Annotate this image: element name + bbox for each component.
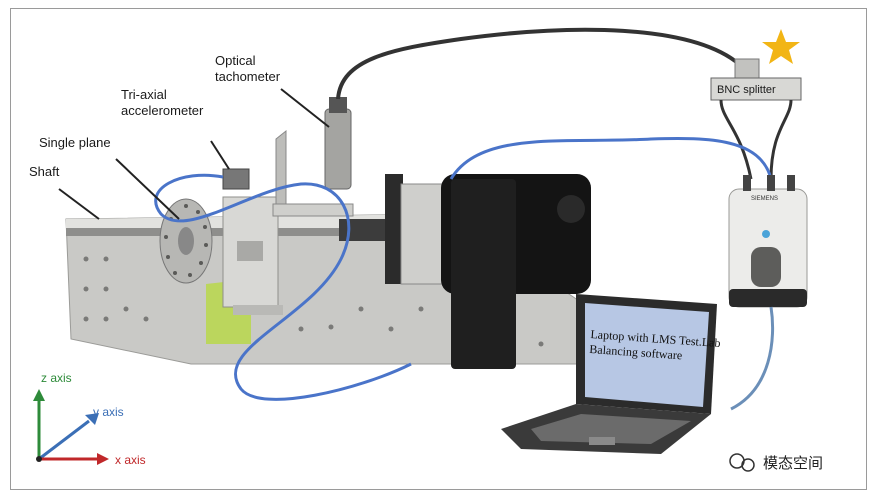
- shaft-pointer: [58, 188, 100, 220]
- splitter-cable-right: [769, 99, 793, 180]
- x-axis-head: [97, 453, 109, 465]
- bnc-splitter-box: [710, 77, 802, 101]
- tachometer-cap: [329, 97, 347, 113]
- z-axis-head: [33, 389, 45, 401]
- accelerometer-label-line2: accelerometer: [121, 103, 204, 118]
- wechat-icon-secondary: [741, 458, 755, 472]
- y-axis-arrow: [38, 419, 90, 461]
- watermark-text: 模态空间: [763, 454, 824, 472]
- accelerometer-pointer: [210, 140, 230, 170]
- figure-frame: Optical tachometer Tri-axial acceleromet…: [10, 8, 867, 490]
- device-brand-label: SIEMENS: [751, 196, 779, 202]
- single-plane-pointer: [115, 158, 180, 220]
- daq-port-1: [743, 175, 751, 191]
- optical-tachometer-label-line1: Optical: [215, 53, 256, 68]
- laptop-touchpad: [589, 437, 615, 445]
- velcro-strap: [451, 179, 516, 369]
- optical-tachometer: [324, 108, 352, 190]
- daq-led: [762, 230, 770, 238]
- daq-port-2: [767, 175, 775, 191]
- optical-tachometer-label-line2: tachometer: [215, 69, 281, 84]
- x-axis-label: x axis: [115, 453, 146, 467]
- daq-laptop-cable: [730, 306, 775, 411]
- y-axis-label: y axis: [93, 405, 124, 419]
- test-rig-photo: [33, 27, 808, 472]
- bracket-arm: [272, 203, 354, 217]
- tachometer-pointer: [280, 88, 330, 128]
- accelerometer: [222, 168, 250, 190]
- daq-button-panel: [751, 247, 781, 287]
- daq-base: [729, 289, 807, 307]
- splitter-cable-left: [719, 99, 753, 180]
- motor-can: [400, 183, 447, 285]
- axis-origin: [36, 456, 42, 462]
- motor-cap: [557, 195, 585, 223]
- bearing-housing: [237, 241, 263, 261]
- star-icon: [762, 29, 800, 64]
- single-plane-label: Single plane: [39, 135, 111, 150]
- bnc-connector: [734, 58, 760, 80]
- shaft-label: Shaft: [29, 164, 60, 179]
- optical-tachometer-label: Optical tachometer: [215, 53, 280, 85]
- motor-flange: [385, 174, 403, 284]
- z-axis-label: z axis: [41, 371, 72, 385]
- coupling: [339, 219, 389, 241]
- daq-port-3: [787, 175, 795, 191]
- tachometer-bracket: [275, 129, 287, 215]
- y-axis-head: [85, 413, 99, 425]
- accelerometer-label: Tri-axial accelerometer: [121, 87, 203, 119]
- tachometer-cable: [336, 27, 741, 100]
- blue-cable-top: [449, 136, 773, 180]
- disk-holes: [164, 204, 208, 277]
- laptop-keyboard: [531, 414, 691, 444]
- accelerometer-cable: [154, 173, 412, 401]
- laptop-screen: [585, 303, 709, 407]
- bnc-splitter-label: BNC splitter: [717, 84, 776, 96]
- disk-hub: [178, 227, 194, 255]
- accelerometer-label-line1: Tri-axial: [121, 87, 167, 102]
- bearing-base: [233, 305, 283, 315]
